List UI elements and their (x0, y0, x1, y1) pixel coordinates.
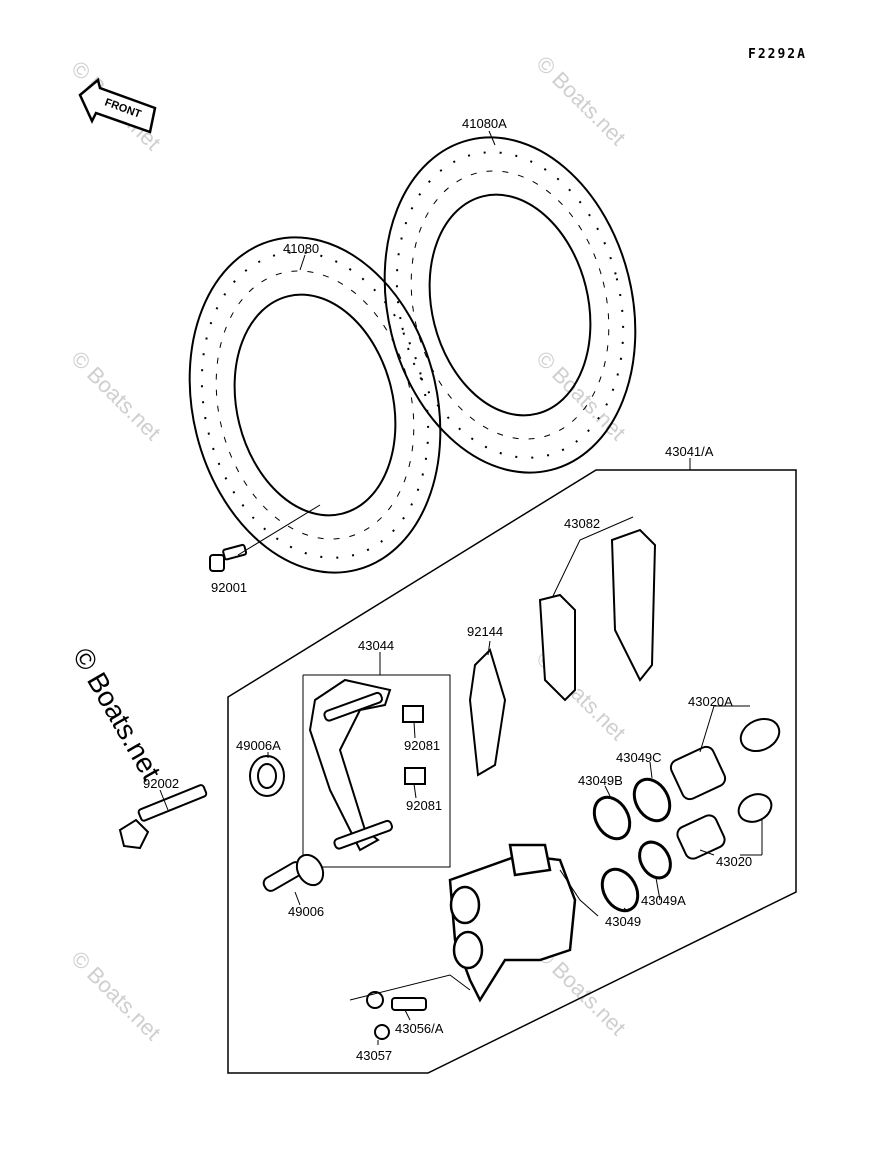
label-boot: 49006A (236, 738, 281, 753)
label-holder: 43044 (358, 638, 394, 653)
label-disc-left: 41080 (283, 241, 319, 256)
seal-43049C (632, 777, 672, 823)
label-seal-b: 43049B (578, 773, 623, 788)
label-spring: 92144 (467, 624, 503, 639)
caliper-body (448, 843, 577, 1003)
label-disc-bolt: 92001 (211, 580, 247, 595)
seal-43049A (638, 840, 672, 880)
clip-upper (402, 705, 424, 723)
piston-43020A-large (669, 745, 727, 801)
part-labels: 41080A 41080 43041/A 43082 92001 92144 4… (143, 116, 752, 1063)
label-disc-right: 41080A (462, 116, 507, 131)
label-caliper-assy: 43041/A (665, 444, 714, 459)
label-bleeder: 43056/A (395, 1021, 444, 1036)
pad-spring (468, 648, 507, 777)
label-clip-a: 92081 (404, 738, 440, 753)
watermark-2: © Boats.net (531, 51, 630, 150)
mount-bolt (118, 784, 208, 850)
caliper-assembly-frame (227, 469, 797, 1074)
front-arrow-icon: FRONT (78, 77, 157, 134)
seals (592, 777, 672, 913)
caliper-holder (308, 678, 393, 852)
label-cap: 43057 (356, 1048, 392, 1063)
label-piston: 43020 (716, 854, 752, 869)
watermark-3: © Boats.net (66, 346, 165, 445)
bleeder-valve (366, 991, 427, 1040)
watermark-large: © Boats.net (67, 643, 167, 786)
slide-pin (262, 853, 325, 892)
clip-lower (404, 767, 426, 785)
brake-disc-left (188, 236, 442, 574)
seal-43049 (600, 867, 640, 913)
label-piston-a: 43020A (688, 694, 733, 709)
pistons (669, 745, 727, 860)
leader-lines (159, 130, 763, 1045)
brake-disc-right (383, 136, 637, 474)
brake-pads (538, 528, 657, 702)
watermark-4: © Boats.net (531, 346, 630, 445)
piston-caps (737, 717, 781, 823)
diagram-code: F2292A (748, 47, 807, 62)
label-mount-bolt: 92002 (143, 776, 179, 791)
label-slide-pin: 49006 (288, 904, 324, 919)
label-pads: 43082 (564, 516, 600, 531)
watermark-6: © Boats.net (66, 946, 165, 1045)
label-seal-a: 43049A (641, 893, 686, 908)
disc-bolt (209, 543, 248, 572)
label-seal-c: 43049C (616, 750, 662, 765)
label-seal: 43049 (605, 914, 641, 929)
dust-boot (249, 755, 285, 797)
label-clip-b: 92081 (406, 798, 442, 813)
seal-43049B (592, 795, 632, 841)
